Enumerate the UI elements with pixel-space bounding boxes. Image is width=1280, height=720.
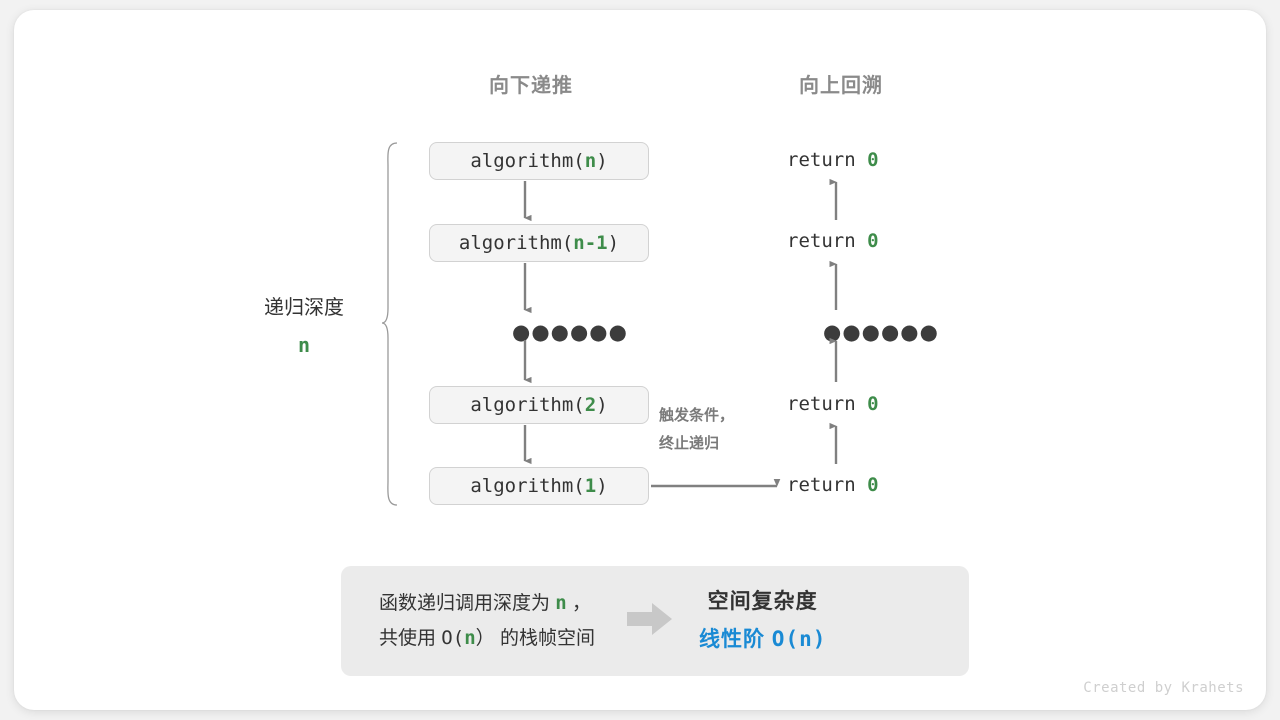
call-box[interactable]: algorithm(n-1) xyxy=(429,224,649,262)
complexity-order-name: 线性阶 xyxy=(698,627,765,651)
base-case-note: 触发条件， 终止递归 xyxy=(659,402,734,458)
return-statement: return 0 xyxy=(787,149,879,171)
return-statement: return 0 xyxy=(787,230,879,252)
call-close: ) xyxy=(607,232,620,254)
call-arg: 2 xyxy=(584,394,597,416)
summary-line2-paren: ） xyxy=(475,628,495,649)
return-value: 0 xyxy=(867,149,879,171)
summary-line2-tail: 的栈帧空间 xyxy=(499,628,595,649)
call-name: algorithm( xyxy=(458,232,574,254)
call-box[interactable]: algorithm(2) xyxy=(429,386,649,424)
diagram-card: 向下递推 向上回溯 递归深度 n algorithm(n) algorithm(… xyxy=(14,10,1266,710)
return-value: 0 xyxy=(867,230,879,252)
call-box[interactable]: algorithm(n) xyxy=(429,142,649,180)
complexity-big-o: O(n) xyxy=(771,626,827,651)
column-header-descend: 向下递推 xyxy=(489,75,573,97)
summary-conclusion-title: 空间复杂度 xyxy=(707,589,818,613)
call-arg: n-1 xyxy=(573,232,608,254)
backtrack-ellipsis: ●●●●●● xyxy=(823,320,939,344)
call-name: algorithm( xyxy=(470,475,585,497)
call-close: ) xyxy=(596,475,608,497)
return-statement: return 0 xyxy=(787,474,879,496)
base-case-note-line2: 终止递归 xyxy=(659,434,720,452)
summary-line2-bigo: O( xyxy=(441,627,465,649)
depth-brace xyxy=(381,142,398,506)
column-header-backtrack: 向上回溯 xyxy=(799,75,883,97)
call-close: ) xyxy=(596,150,608,172)
summary-line1-n: n xyxy=(555,591,567,614)
base-case-note-line1: 触发条件， xyxy=(659,407,735,424)
block-arrow-icon xyxy=(626,602,673,641)
recursion-depth-label: 递归深度 n xyxy=(229,290,379,365)
call-name: algorithm( xyxy=(470,394,585,416)
summary-panel: 函数递归调用深度为 n ， 共使用 O(n） 的栈帧空间 空间复杂度 线性阶 O… xyxy=(341,566,969,676)
call-box[interactable]: algorithm(1) xyxy=(429,467,649,505)
summary-description: 函数递归调用深度为 n ， 共使用 O(n） 的栈帧空间 xyxy=(379,586,595,656)
recursion-depth-text: 递归深度 xyxy=(264,297,344,319)
return-statement: return 0 xyxy=(787,393,879,415)
call-arg: 1 xyxy=(584,475,597,497)
return-keyword: return xyxy=(787,393,856,415)
call-name: algorithm( xyxy=(470,150,585,172)
call-close: ) xyxy=(596,394,608,416)
return-value: 0 xyxy=(867,393,879,415)
return-keyword: return xyxy=(787,149,856,171)
credit-text: Created by Krahets xyxy=(1083,680,1244,696)
descend-ellipsis: ●●●●●● xyxy=(512,320,628,344)
summary-line2-text: 共使用 xyxy=(379,628,437,649)
return-keyword: return xyxy=(787,474,856,496)
call-arg: n xyxy=(584,150,597,172)
summary-line1-comma: ， xyxy=(572,592,592,614)
summary-conclusion: 空间复杂度 线性阶 O(n) xyxy=(699,584,826,659)
recursion-depth-value: n xyxy=(297,333,311,357)
summary-conclusion-value: 线性阶 O(n) xyxy=(699,621,826,659)
summary-line1-text: 函数递归调用深度为 xyxy=(379,592,551,614)
return-value: 0 xyxy=(867,474,879,496)
return-keyword: return xyxy=(787,230,856,252)
summary-line2-n: n xyxy=(464,627,476,649)
